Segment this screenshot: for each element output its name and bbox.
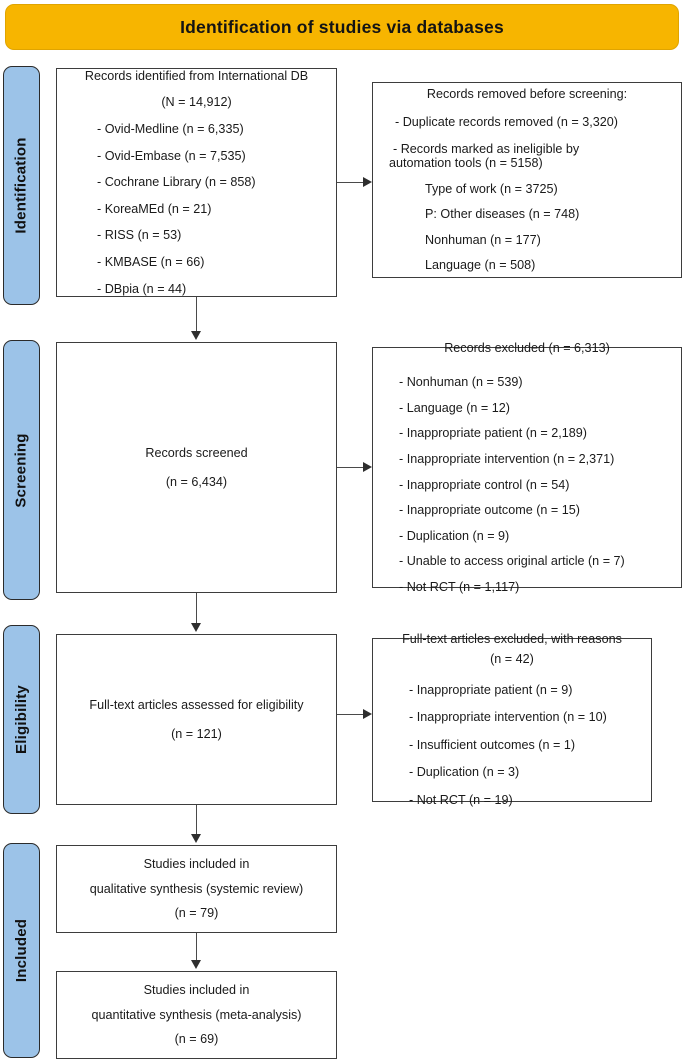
fulltext-assessed-count: (n = 121) [171,726,222,741]
phase-label-eligibility: Eligibility [3,625,40,814]
automation-reason: P: Other diseases (n = 748) [425,207,580,222]
automation-reason: Nonhuman (n = 177) [425,232,541,247]
records-identified-title: Records identified from International DB [84,68,309,83]
box-quantitative-synthesis: Studies included in quantitative synthes… [56,971,337,1059]
connector-identified-to-screened [195,297,197,333]
box-records-identified: Records identified from International DB… [56,68,337,297]
source-item: - DBpia (n = 44) [97,281,187,296]
arrowhead-down [191,623,201,632]
box-fulltext-assessed: Full-text articles assessed for eligibil… [56,634,337,805]
removed-title: Records removed before screening: [426,87,628,102]
records-identified-count: (N = 14,912) [161,95,232,110]
quantitative-count: (n = 69) [174,1032,219,1047]
fulltext-assessed-title: Full-text articles assessed for eligibil… [89,697,304,712]
qualitative-line-1: Studies included in [143,857,250,872]
connector-fulltext-to-fulltext-excluded [337,713,365,715]
phase-label-text: Identification [13,137,31,234]
exclusion-reason: - Not RCT (n = 1,117) [399,579,520,594]
qualitative-line-2: qualitative synthesis (systemic review) [89,881,304,896]
arrowhead-down [191,960,201,969]
connector-identified-to-removed [337,181,365,183]
exclusion-reason: - Inappropriate patient (n = 2,189) [399,426,587,441]
source-item: - Ovid-Medline (n = 6,335) [97,122,244,137]
automation-reason: Type of work (n = 3725) [425,181,558,196]
automation-line-2: automation tools (n = 5158) [389,155,543,170]
arrowhead-right [363,177,372,187]
source-item: - Cochrane Library (n = 858) [97,175,256,190]
phase-label-text: Included [13,918,30,983]
source-item: - KMBASE (n = 66) [97,254,205,269]
source-item: - RISS (n = 53) [97,228,182,243]
fulltext-excluded-title: Full-text articles excluded, with reason… [402,632,622,647]
connector-fulltext-to-qualitative [195,805,197,835]
box-records-excluded: Records excluded (n = 6,313) - Nonhuman … [372,341,682,593]
box-records-screened: Records screened (n = 6,434) [56,342,337,593]
automation-reason: Language (n = 508) [425,258,536,273]
exclusion-reason: - Inappropriate outcome (n = 15) [399,503,580,518]
fulltext-exclusion-reason: - Insufficient outcomes (n = 1) [409,737,576,752]
quantitative-line-1: Studies included in [143,983,250,998]
exclusion-reason: - Language (n = 12) [399,400,510,415]
fulltext-exclusion-reason: - Inappropriate patient (n = 9) [409,682,573,697]
arrowhead-down [191,834,201,843]
arrowhead-right [363,462,372,472]
fulltext-excluded-count: (n = 42) [490,652,534,667]
records-screened-count: (n = 6,434) [165,474,228,489]
fulltext-exclusion-reason: - Duplication (n = 3) [409,765,520,780]
arrowhead-right [363,709,372,719]
duplicates-removed: - Duplicate records removed (n = 3,320) [395,114,618,129]
exclusion-reason: - Unable to access original article (n =… [399,554,625,569]
phase-label-text: Eligibility [13,685,30,754]
source-item: - Ovid-Embase (n = 7,535) [97,148,246,163]
records-excluded-title: Records excluded (n = 6,313) [444,340,610,355]
page-title: Identification of studies via databases [180,16,504,37]
exclusion-reason: - Nonhuman (n = 539) [399,375,523,390]
box-qualitative-synthesis: Studies included in qualitative synthesi… [56,845,337,933]
exclusion-reason: - Duplication (n = 9) [399,528,510,543]
records-screened-title: Records screened [145,445,248,460]
source-item: - KoreaMEd (n = 21) [97,201,212,216]
automation-line-1: - Records marked as ineligible by [393,142,580,157]
exclusion-reason: - Inappropriate intervention (n = 2,371) [399,451,615,466]
fulltext-exclusion-reason: - Not RCT (n = 19) [409,792,513,807]
quantitative-line-2: quantitative synthesis (meta-analysis) [91,1007,302,1022]
box-fulltext-excluded: Full-text articles excluded, with reason… [372,633,652,806]
phase-label-text: Screening [13,432,31,508]
qualitative-count: (n = 79) [174,906,219,921]
phase-label-screening: Screening [3,340,40,600]
header-banner: Identification of studies via databases [5,4,679,50]
fulltext-exclusion-reason: - Inappropriate intervention (n = 10) [409,710,607,725]
connector-qualitative-to-quantitative [195,933,197,961]
arrowhead-down [191,331,201,340]
connector-screened-to-fulltext [195,593,197,625]
exclusion-reason: - Inappropriate control (n = 54) [399,477,570,492]
box-records-removed-before-screening: Records removed before screening: - Dupl… [372,82,682,278]
phase-label-identification: Identification [3,66,40,305]
connector-screened-to-excluded [337,466,365,468]
phase-label-included: Included [3,843,40,1058]
